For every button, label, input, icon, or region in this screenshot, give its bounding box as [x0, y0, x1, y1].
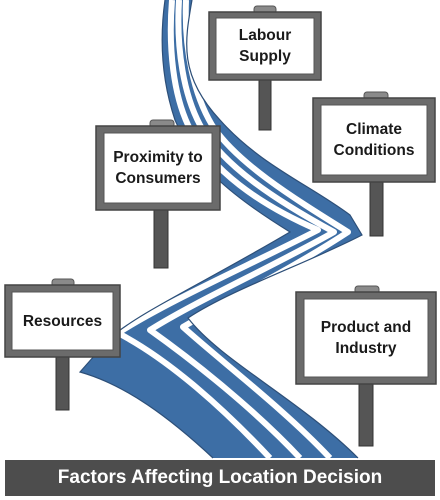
sign-post: [358, 381, 374, 447]
sign-post: [55, 355, 70, 411]
sign-resources: [4, 278, 121, 411]
sign-proximity-to-consumers: [95, 119, 221, 269]
sign-post: [153, 207, 169, 269]
lane-stripe-middle: [147, 0, 337, 461]
winding-road: [78, 0, 363, 461]
sign-face: [215, 17, 315, 75]
title-bar: Factors Affecting Location Decision: [5, 460, 435, 496]
sign-post: [258, 77, 272, 131]
sign-post: [369, 179, 384, 237]
sign-face: [103, 132, 213, 204]
lane-stripe-left: [115, 0, 321, 461]
sign-labour-supply: [208, 5, 322, 131]
sign-product-and-industry: [295, 285, 437, 447]
diagram-title: Factors Affecting Location Decision: [57, 467, 383, 488]
road-surface: [80, 0, 362, 458]
sign-face: [303, 298, 429, 378]
lane-stripe-right: [180, 0, 351, 461]
sign-face: [11, 291, 114, 351]
sign-face: [320, 104, 428, 176]
sign-climate-conditions: [312, 91, 436, 237]
road-edge-right: [186, 0, 363, 459]
road-edge-left: [78, 0, 292, 459]
